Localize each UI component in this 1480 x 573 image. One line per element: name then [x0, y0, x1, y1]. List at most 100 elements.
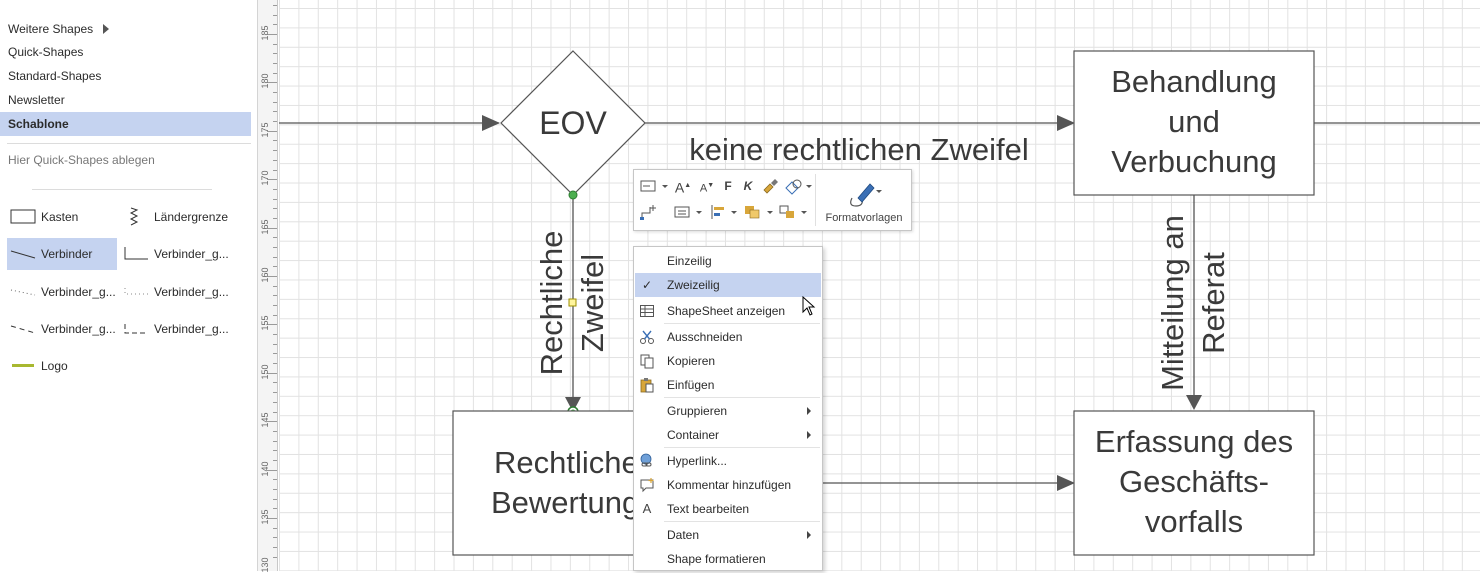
menu-item-hyperlink[interactable]: Hyperlink... [635, 449, 821, 473]
menu-item-kommentar[interactable]: Kommentar hinzufügen [635, 473, 821, 497]
menu-separator [664, 521, 820, 522]
ruler-label: 135 [260, 509, 270, 525]
connector-tool-button[interactable] [638, 202, 660, 222]
master-label: Verbinder_g... [41, 322, 116, 336]
format-painter-button[interactable] [760, 176, 782, 196]
connector-top-label: keine rechtlichen Zweifel [689, 132, 1028, 167]
menu-item-container[interactable]: Container [635, 423, 821, 447]
box-line: und [1168, 104, 1220, 139]
ruler-label: 165 [260, 219, 270, 235]
menu-item-ausschneiden[interactable]: Ausschneiden [635, 325, 821, 349]
master-verbinder[interactable]: Verbinder [7, 238, 117, 270]
align-text-button[interactable] [672, 202, 694, 222]
dropdown-arrow-icon[interactable] [806, 185, 812, 188]
dropdown-arrow-icon[interactable] [731, 211, 737, 214]
arrowhead [1186, 395, 1202, 410]
master-logo[interactable]: Logo [7, 350, 117, 382]
dashed-connector-icon [10, 325, 36, 334]
process-box-erfassung[interactable] [1073, 410, 1315, 556]
stencil-newsletter[interactable]: Newsletter [0, 88, 251, 112]
stencil-standard-shapes[interactable]: Standard-Shapes [0, 64, 251, 88]
text-block-icon [674, 206, 690, 218]
logo-icon [12, 364, 34, 367]
master-laendergrenze[interactable]: Ländergrenze [120, 201, 230, 233]
font-selector-button[interactable] [638, 176, 660, 196]
quick-styles-button[interactable] [783, 176, 805, 196]
menu-item-label: Shape formatieren [667, 552, 766, 566]
menu-item-einfuegen[interactable]: Einfügen [635, 373, 821, 397]
dropdown-arrow-icon[interactable] [767, 211, 773, 214]
decision-label: EOV [539, 105, 607, 141]
italic-button[interactable]: K [737, 176, 759, 196]
menu-item-gruppieren[interactable]: Gruppieren [635, 399, 821, 423]
shrink-font-button[interactable]: A▼ [699, 182, 715, 195]
grow-font-button[interactable]: A▲ [674, 179, 692, 196]
stencil-quick-shapes[interactable]: Quick-Shapes [0, 40, 251, 64]
ruler-tick [273, 430, 277, 432]
dropdown-arrow-icon[interactable] [696, 211, 702, 214]
ruler-tick [273, 459, 277, 461]
ruler-tick [273, 208, 277, 210]
vertical-label: Rechtliche [534, 231, 569, 376]
bold-icon: F [724, 179, 732, 193]
connector-midpoint-handle[interactable] [568, 298, 577, 307]
master-label: Verbinder_g... [154, 322, 229, 336]
menu-item-shapesheet[interactable]: ShapeSheet anzeigen [635, 299, 821, 323]
menu-item-kopieren[interactable]: Kopieren [635, 349, 821, 373]
dropdown-arrow-icon[interactable] [801, 211, 807, 214]
drawing-canvas[interactable]: EOV keine rechtlichen Zweifel Behandlung… [279, 0, 1480, 571]
menu-item-text-bearbeiten[interactable]: A Text bearbeiten [635, 497, 821, 521]
align-left-icon [711, 205, 724, 219]
ruler-tick [273, 314, 277, 316]
stencil-schablone[interactable]: Schablone [0, 112, 251, 136]
vertical-label: Zweifel [575, 254, 610, 352]
master-kasten[interactable]: Kasten [7, 201, 117, 233]
send-backward-button[interactable] [777, 202, 799, 222]
ruler-tick [267, 34, 277, 35]
dropdown-arrow-icon[interactable] [662, 185, 668, 188]
align-shapes-button[interactable] [708, 202, 730, 222]
scissors-icon [640, 330, 654, 344]
panel-divider [32, 189, 212, 190]
menu-separator [664, 397, 820, 398]
submenu-arrow-icon [103, 24, 109, 34]
menu-separator [664, 323, 820, 324]
ruler-tick [273, 440, 277, 442]
checkmark-icon: ✓ [641, 278, 653, 292]
menu-item-daten[interactable]: Daten [635, 523, 821, 547]
master-verbinder-gewinkelt[interactable]: Verbinder_g... [120, 238, 230, 270]
master-verbinder-gepunktet[interactable]: Verbinder_g... [7, 276, 117, 308]
mini-toolbar: A▲ A▼ F K [633, 169, 912, 231]
menu-item-zweizeilig[interactable]: ✓ Zweizeilig [635, 273, 821, 297]
font-box-icon [640, 180, 656, 192]
ruler-tick [273, 24, 277, 26]
quick-shapes-drop-hint: Hier Quick-Shapes ablegen [8, 153, 155, 167]
bold-button[interactable]: F [717, 176, 739, 196]
connector-start-handle[interactable] [568, 190, 578, 200]
master-verbinder-gestrichelt[interactable]: Verbinder_g... [7, 313, 117, 345]
menu-item-label: Daten [667, 528, 700, 542]
ruler-tick [273, 527, 277, 529]
ruler-tick [273, 150, 277, 152]
bring-forward-button[interactable] [742, 202, 764, 222]
ruler-label: 140 [260, 461, 270, 477]
master-verbinder-gestrichelt-gewinkelt[interactable]: Verbinder_g... [120, 313, 230, 345]
menu-item-shape-formatieren[interactable]: Shape formatieren [635, 547, 821, 571]
menu-item-einzeilig[interactable]: Einzeilig [635, 249, 821, 273]
ruler-tick [273, 450, 277, 452]
ruler-tick [273, 169, 277, 171]
ruler-tick [273, 4, 277, 6]
ruler-label: 145 [260, 412, 270, 428]
ruler-tick [273, 305, 277, 307]
ruler-tick [273, 547, 277, 549]
ruler-label: 160 [260, 267, 270, 283]
menu-item-label: Kommentar hinzufügen [667, 478, 792, 492]
stencil-weitere-shapes[interactable]: Weitere Shapes [0, 17, 251, 41]
menu-item-label: Text bearbeiten [667, 502, 750, 516]
master-verbinder-gepunktet-2[interactable]: Verbinder_g... [120, 276, 230, 308]
ruler-label: 180 [260, 73, 270, 89]
shapes-panel: Weitere Shapes Quick-Shapes Standard-Sha… [0, 0, 258, 571]
formatvorlagen-button[interactable]: Formatvorlagen [820, 174, 908, 228]
ruler-tick [273, 92, 277, 94]
